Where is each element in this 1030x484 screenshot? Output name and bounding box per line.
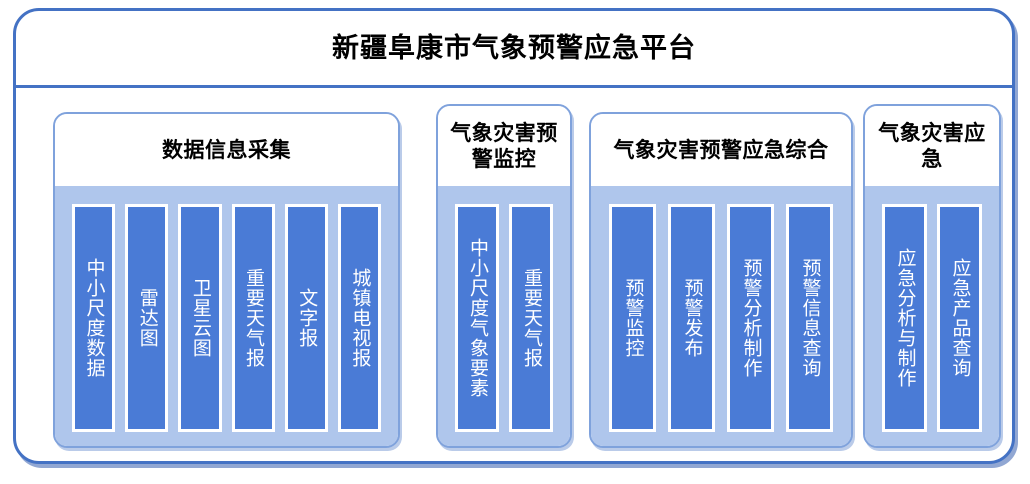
panel-body-data-collection: 中小尺度数据 雷达图 卫星云图 重要天气报 文字报 城镇电视 — [55, 186, 398, 446]
panel-header-disaster-emergency: 气象灾害应急 — [865, 106, 999, 186]
page-title: 新疆阜康市气象预警应急平台 — [332, 32, 696, 63]
item-label: 预警分析制作 — [740, 258, 762, 378]
item-label: 城镇电视报 — [349, 268, 371, 368]
panel-header-warning-emergency-integration: 气象灾害预警应急综合 — [591, 114, 851, 186]
item-bar[interactable]: 重要天气报 — [231, 204, 275, 432]
item-label: 重要天气报 — [243, 268, 265, 368]
item-label: 预警发布 — [681, 278, 703, 358]
item-bar[interactable]: 应急分析与制作 — [882, 204, 927, 432]
item-label: 预警监控 — [622, 278, 644, 358]
platform-title-bar: 新疆阜康市气象预警应急平台 — [16, 11, 1012, 88]
item-bar[interactable]: 预警信息查询 — [786, 204, 833, 432]
item-bar[interactable]: 应急产品查询 — [937, 204, 982, 432]
panel-title-disaster-warning-monitor: 气象灾害预警监控 — [450, 122, 558, 171]
item-bar[interactable]: 文字报 — [284, 204, 328, 432]
item-bar[interactable]: 中小尺度数据 — [71, 204, 116, 432]
panel-warning-emergency-integration[interactable]: 气象灾害预警应急综合 预警监控 预警发布 预警分析制作 预警信息查询 — [589, 112, 853, 448]
item-label: 预警信息查询 — [799, 258, 821, 378]
item-label: 文字报 — [296, 288, 318, 348]
panel-header-data-collection: 数据信息采集 — [55, 114, 398, 186]
item-bar[interactable]: 雷达图 — [125, 204, 169, 432]
item-label: 卫星云图 — [189, 278, 211, 358]
panel-data-collection[interactable]: 数据信息采集 中小尺度数据 雷达图 卫星云图 重要天气报 — [53, 112, 400, 448]
item-label: 重要天气报 — [520, 268, 542, 368]
panels-row: 数据信息采集 中小尺度数据 雷达图 卫星云图 重要天气报 — [16, 88, 1012, 461]
panel-disaster-warning-monitor[interactable]: 气象灾害预警监控 中小尺度气象要素 重要天气报 — [436, 104, 572, 448]
panel-title-data-collection: 数据信息采集 — [162, 139, 291, 163]
item-label: 雷达图 — [136, 288, 158, 348]
item-label: 中小尺度数据 — [83, 258, 105, 378]
item-bar[interactable]: 重要天气报 — [509, 204, 553, 432]
item-bar[interactable]: 预警监控 — [609, 204, 656, 432]
panel-body-warning-emergency-integration: 预警监控 预警发布 预警分析制作 预警信息查询 — [591, 186, 851, 446]
item-label: 应急产品查询 — [949, 258, 971, 378]
item-bar[interactable]: 卫星云图 — [178, 204, 222, 432]
item-bar[interactable]: 中小尺度气象要素 — [455, 204, 499, 432]
item-label: 应急分析与制作 — [894, 248, 916, 388]
item-bar[interactable]: 预警发布 — [668, 204, 715, 432]
panel-title-disaster-emergency: 气象灾害应急 — [878, 122, 986, 171]
panel-disaster-emergency[interactable]: 气象灾害应急 应急分析与制作 应急产品查询 — [863, 104, 1001, 448]
panel-title-warning-emergency-integration: 气象灾害预警应急综合 — [613, 139, 829, 163]
panel-body-disaster-warning-monitor: 中小尺度气象要素 重要天气报 — [438, 186, 570, 446]
item-bar[interactable]: 城镇电视报 — [337, 204, 382, 432]
panel-header-disaster-warning-monitor: 气象灾害预警监控 — [438, 106, 570, 186]
platform-frame: 新疆阜康市气象预警应急平台 数据信息采集 中小尺度数据 雷达图 卫星云图 — [13, 8, 1015, 464]
panel-body-disaster-emergency: 应急分析与制作 应急产品查询 — [865, 186, 999, 446]
item-bar[interactable]: 预警分析制作 — [727, 204, 774, 432]
item-label: 中小尺度气象要素 — [466, 238, 488, 398]
